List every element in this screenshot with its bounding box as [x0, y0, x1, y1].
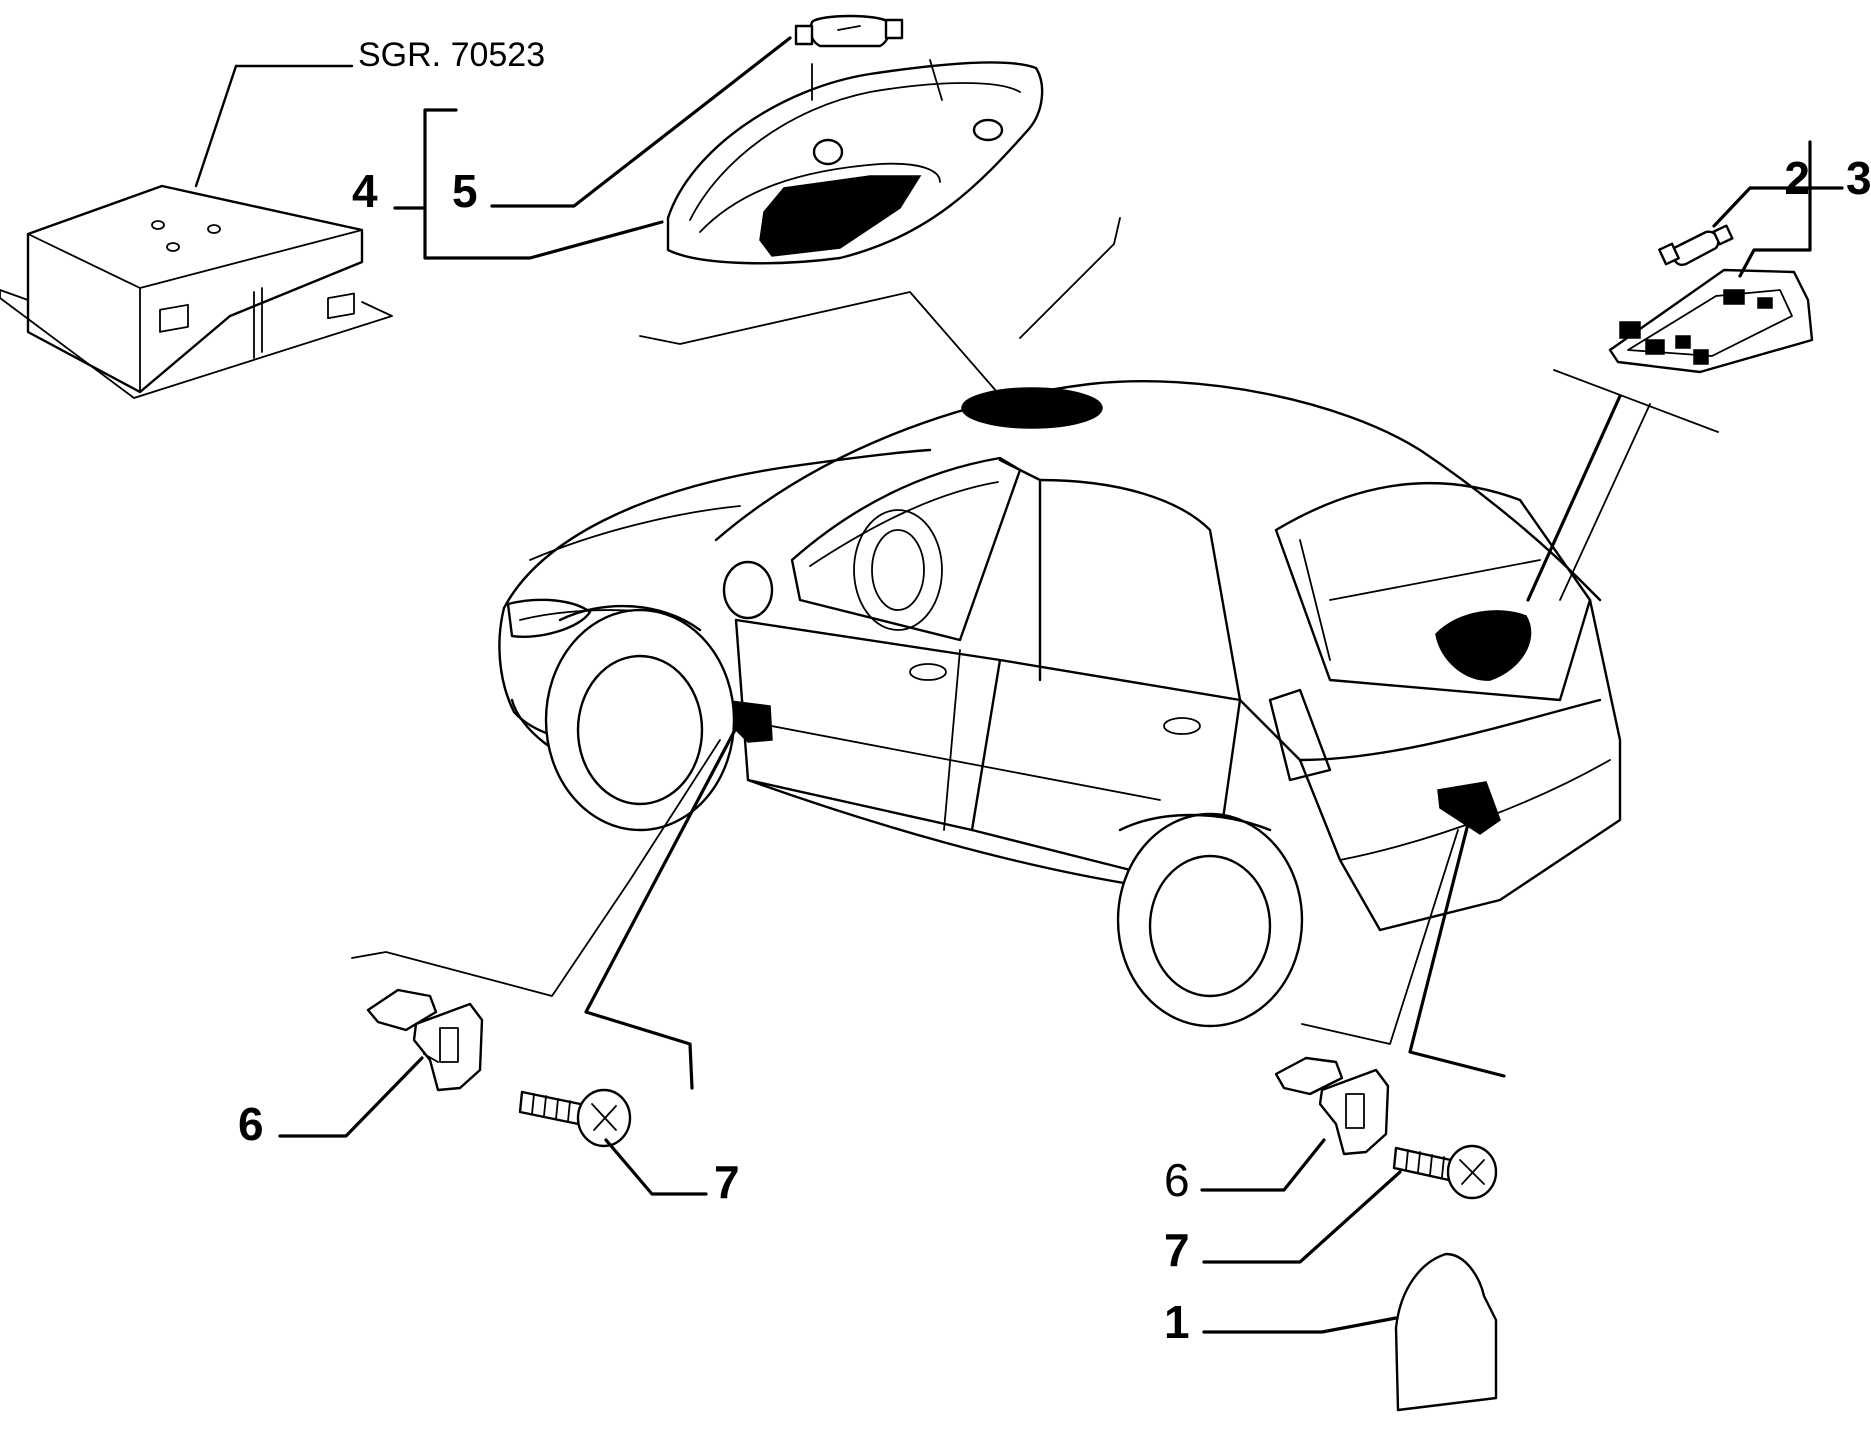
roof-pointer-right: [1019, 217, 1121, 339]
roof-pointer-left: [639, 291, 1005, 401]
callout-3: 3: [1846, 152, 1871, 204]
leader-6-right: [1200, 1138, 1326, 1192]
callout-7-left: 7: [714, 1156, 740, 1208]
leader-7-left: [604, 1138, 708, 1196]
callout-1: 1: [1164, 1296, 1190, 1348]
front-door-pointer: [584, 726, 738, 1090]
dome-light-bulb-icon: [794, 14, 904, 48]
rear-door-pointer: [1408, 814, 1506, 1078]
callout-6-left: 6: [238, 1098, 264, 1150]
reference-module-box: [0, 64, 393, 399]
luggage-light-bulb-icon: [1658, 224, 1734, 266]
rear-door-frame: [1301, 829, 1459, 1045]
leader-2: [1712, 186, 1814, 228]
callout-2: 2: [1784, 152, 1810, 204]
callout-4: 4: [352, 165, 378, 217]
door-switch-right: [1274, 1056, 1390, 1156]
cover-plate: [1394, 1252, 1498, 1412]
luggage-pointer: [1526, 394, 1622, 602]
reference-label: SGR. 70523: [358, 36, 545, 74]
leader-7-right: [1202, 1170, 1402, 1264]
callout-7-right: 7: [1164, 1224, 1190, 1276]
screw-right: [1392, 1144, 1498, 1200]
front-door-frame: [351, 739, 721, 997]
luggage-light-assembly: [1608, 268, 1814, 374]
car-illustration: [498, 380, 1622, 1028]
luggage-pointer-frame: [1553, 369, 1719, 433]
bracket-3: [1738, 140, 1812, 278]
bracket-4: [423, 108, 664, 260]
leader-1: [1202, 1316, 1398, 1334]
screw-left: [518, 1088, 632, 1148]
dome-light-assembly: [666, 59, 1044, 265]
callout-6-right: 6: [1164, 1154, 1190, 1206]
callout-5: 5: [452, 165, 478, 217]
door-switch-left: [366, 988, 484, 1092]
leader-6-left: [278, 1056, 424, 1138]
luggage-pointer-2: [1559, 403, 1651, 601]
leader-5: [490, 36, 792, 208]
